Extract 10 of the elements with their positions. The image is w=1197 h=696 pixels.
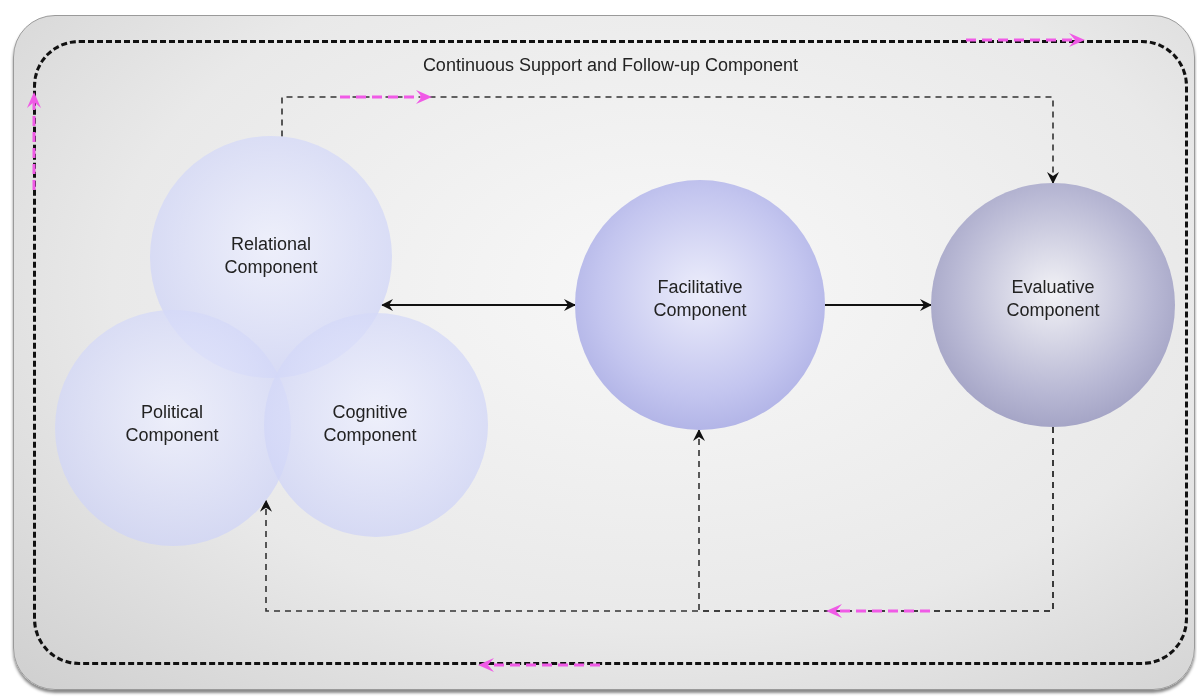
title-text: Continuous Support and Follow-up Component — [422, 55, 799, 76]
arrow — [281, 96, 1059, 184]
circle-label: Evaluative Component — [1005, 276, 1101, 323]
circle-label: Cognitive Component — [322, 401, 418, 448]
arrow — [260, 426, 1054, 612]
circle-label: Facilitative Component — [652, 276, 748, 323]
circle-label: Relational Component — [223, 233, 319, 280]
arrow — [381, 299, 576, 311]
arrow — [824, 299, 932, 311]
circle-label: Political Component — [124, 401, 220, 448]
